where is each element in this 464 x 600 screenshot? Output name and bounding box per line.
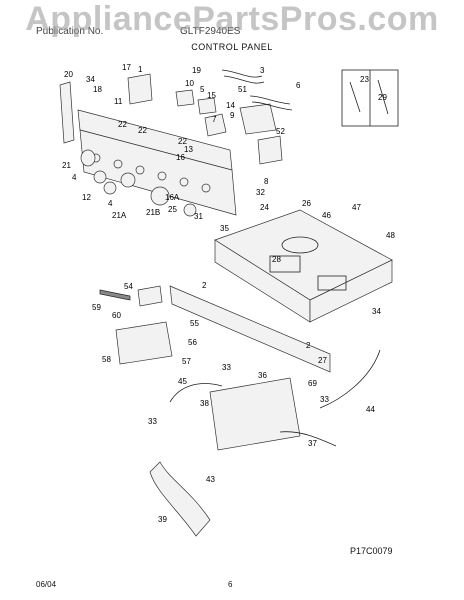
callout: 37 <box>308 439 317 448</box>
callout: 1 <box>138 65 143 74</box>
callout: 22 <box>138 126 147 135</box>
callout: 18 <box>93 85 102 94</box>
callout: 16A <box>165 193 180 202</box>
callout: 28 <box>272 255 281 264</box>
callout: 47 <box>352 203 361 212</box>
callout: 57 <box>182 357 191 366</box>
callout: 33 <box>148 417 157 426</box>
callout: 15 <box>207 91 216 100</box>
part-dispenser <box>99 285 331 373</box>
callout: 56 <box>188 338 197 347</box>
part-control-console <box>77 109 237 216</box>
footer-page-number: 6 <box>228 580 233 589</box>
part-tub-assembly <box>149 349 381 537</box>
part-inset-boxes <box>341 69 399 127</box>
callout: 16 <box>176 153 185 162</box>
publication-number: Publication No. <box>36 26 104 37</box>
callout: 32 <box>256 188 265 197</box>
footer-date: 06/04 <box>36 580 57 589</box>
callout: 48 <box>386 231 395 240</box>
callout: 45 <box>178 377 187 386</box>
callout: 31 <box>194 212 203 221</box>
callout: 26 <box>302 199 311 208</box>
callout: 9 <box>230 111 235 120</box>
model-number: GLTF2940ES <box>180 26 241 37</box>
callout: 39 <box>158 515 167 524</box>
callout: 51 <box>238 85 247 94</box>
callout: 33 <box>222 363 231 372</box>
callout: 52 <box>276 127 285 136</box>
callout: 11 <box>114 97 123 106</box>
callout: 2 <box>202 281 207 290</box>
callout: 43 <box>206 475 215 484</box>
callout: 34 <box>86 75 95 84</box>
callout: 21B <box>146 208 160 217</box>
callout: 58 <box>102 355 111 364</box>
callout: 7 <box>212 115 217 124</box>
part-knobs <box>80 149 197 217</box>
callout: 29 <box>378 93 387 102</box>
callout: 23 <box>360 75 369 84</box>
callout: 20 <box>64 70 73 79</box>
callout: 60 <box>112 311 121 320</box>
part-labels: 20 34 18 17 1 19 3 23 29 10 5 51 6 15 14… <box>62 63 395 524</box>
callout: 24 <box>260 203 269 212</box>
callout: 2 <box>306 341 311 350</box>
callout: 54 <box>124 282 133 291</box>
callout: 14 <box>226 101 235 110</box>
part-cabinet-top <box>214 209 393 323</box>
diagram-code: P17C0079 <box>350 546 393 556</box>
callout: 36 <box>258 371 267 380</box>
callout: 69 <box>308 379 317 388</box>
callout: 34 <box>372 307 381 316</box>
part-control-boards <box>127 73 283 165</box>
callout: 46 <box>322 211 331 220</box>
callout: 12 <box>82 193 91 202</box>
callout: 6 <box>296 81 301 90</box>
callout: 25 <box>168 205 177 214</box>
callout: 35 <box>220 224 229 233</box>
callout: 27 <box>318 356 327 365</box>
callout: 4 <box>108 199 113 208</box>
callout: 3 <box>260 66 265 75</box>
callout: 21A <box>112 211 127 220</box>
callout: 44 <box>366 405 375 414</box>
callout: 10 <box>185 79 194 88</box>
watermark: AppliancePartsPros.com <box>25 0 439 38</box>
callout: 8 <box>264 177 269 186</box>
callout: 22 <box>178 137 187 146</box>
callout: 55 <box>190 319 199 328</box>
part-wire-harness <box>221 69 293 111</box>
callout: 33 <box>320 395 329 404</box>
callout: 22 <box>118 120 127 129</box>
callout: 38 <box>200 399 209 408</box>
callout: 4 <box>72 173 77 182</box>
callout: 13 <box>184 145 193 154</box>
section-title: CONTROL PANEL <box>191 42 273 52</box>
callout: 5 <box>200 85 205 94</box>
callout: 59 <box>92 303 101 312</box>
callout: 21 <box>62 161 71 170</box>
callout: 19 <box>192 66 201 75</box>
part-bracket <box>59 81 75 144</box>
callout: 17 <box>122 63 131 72</box>
